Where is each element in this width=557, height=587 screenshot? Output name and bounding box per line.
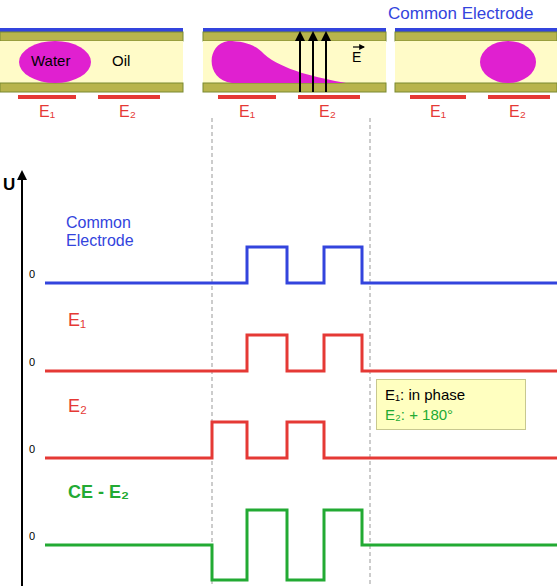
note-box: E₁: in phaseE₂: + 180° bbox=[376, 379, 526, 430]
cell-panel bbox=[395, 28, 557, 99]
voltage-axis bbox=[21, 172, 23, 586]
signal-name: E₁ bbox=[68, 311, 86, 331]
note-text: E₁: in phase bbox=[385, 385, 517, 405]
signal-name: E₁ bbox=[239, 103, 255, 121]
water-droplet bbox=[480, 41, 536, 83]
zero-level: 0 bbox=[29, 530, 35, 542]
signal-name: E₁ bbox=[39, 103, 55, 121]
cell-panel bbox=[203, 28, 386, 99]
signal-name: E₂ bbox=[319, 103, 336, 121]
vector-arrow bbox=[353, 46, 364, 47]
zero-level: 0 bbox=[29, 268, 35, 280]
signal-name: CE - E₂ bbox=[68, 483, 129, 503]
water-droplet bbox=[19, 41, 91, 83]
signal-name: Common Electrode bbox=[388, 5, 534, 24]
signal-trace bbox=[45, 335, 557, 371]
note-text: E₂: + 180° bbox=[385, 405, 517, 425]
signal-name: Oil bbox=[112, 53, 130, 70]
signal-trace bbox=[45, 510, 557, 580]
signal-name: Common Electrode bbox=[66, 214, 156, 249]
signal-name: E₂ bbox=[119, 103, 136, 121]
time-guide bbox=[212, 118, 370, 587]
signal-name: E₂ bbox=[68, 397, 87, 417]
signal-name: E bbox=[352, 50, 361, 65]
signal-name: E₁ bbox=[430, 103, 446, 121]
zero-level: 0 bbox=[29, 356, 35, 368]
zero-level: 0 bbox=[29, 443, 35, 455]
signal-name: Water bbox=[31, 53, 70, 70]
signal-trace bbox=[45, 247, 557, 283]
signal-name: E₂ bbox=[509, 103, 526, 121]
cell-panel bbox=[0, 28, 183, 99]
field-arrows bbox=[300, 33, 326, 92]
axis-label: U bbox=[3, 176, 15, 195]
